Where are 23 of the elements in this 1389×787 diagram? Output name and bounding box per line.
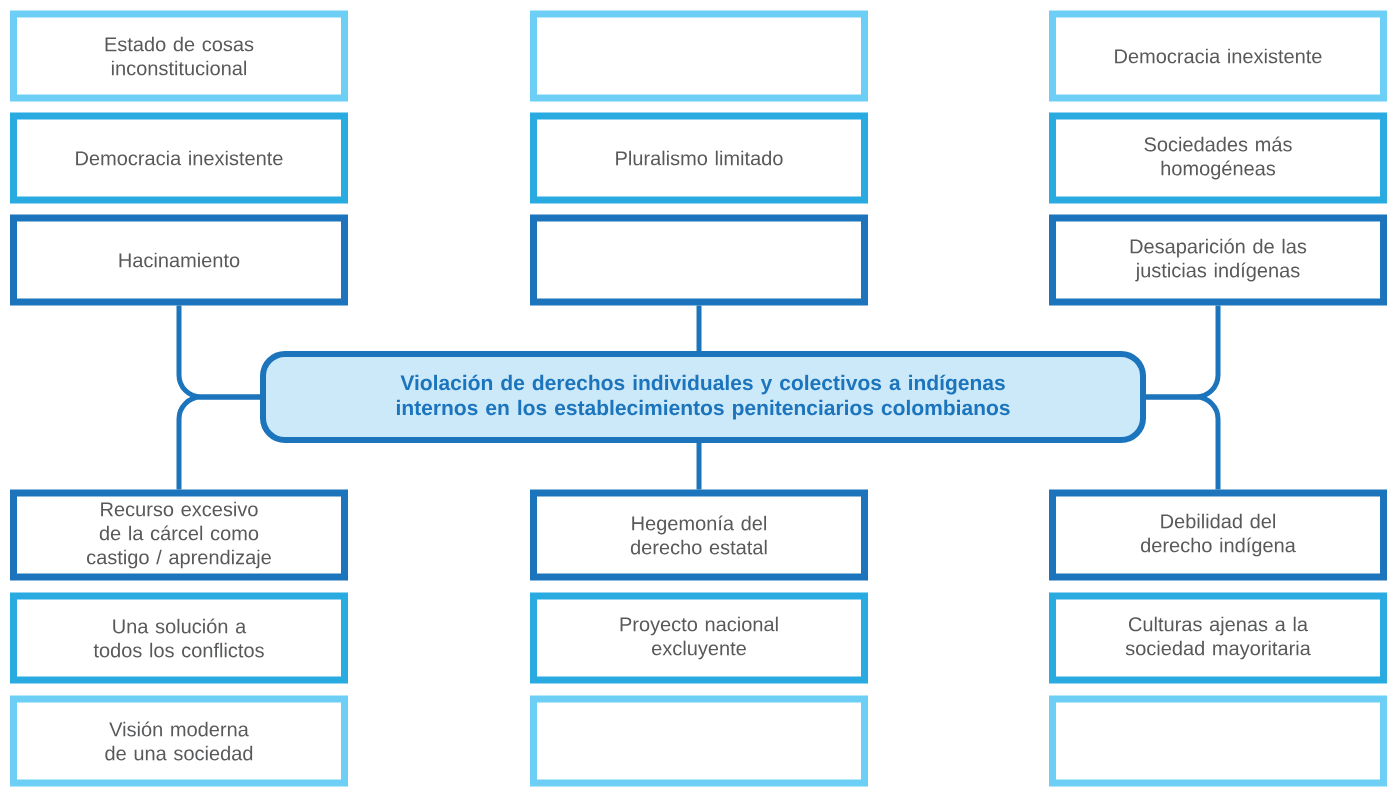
concept-box: Recurso excesivo de la cárcel como castigo / aprendizaje	[10, 489, 348, 581]
concept-box: Democracia inexistente	[1049, 10, 1387, 102]
concept-box: Sociedades más homogéneas	[1049, 112, 1387, 204]
concept-box: Hacinamiento	[10, 214, 348, 306]
central-topic-box: Violación de derechos individuales y colectivos a indígenas internos en los establecimientos penitenciarios colombianos	[260, 351, 1146, 443]
concept-box: Visión moderna de una sociedad	[10, 695, 348, 787]
concept-box: Democracia inexistente	[10, 112, 348, 204]
empty-box	[530, 214, 868, 306]
concept-box: Proyecto nacional excluyente	[530, 592, 868, 684]
empty-box	[530, 695, 868, 787]
connector-line	[696, 305, 702, 351]
connector-line	[696, 443, 702, 490]
empty-box	[1049, 695, 1387, 787]
concept-box: Debilidad del derecho indígena	[1049, 489, 1387, 581]
concept-box: Estado de cosas inconstitucional	[10, 10, 348, 102]
concept-box: Desaparición de las justicias indígenas	[1049, 214, 1387, 306]
concept-box: Hegemonía del derecho estatal	[530, 489, 868, 581]
connector-line	[1146, 394, 1221, 490]
empty-box	[530, 10, 868, 102]
connector-line	[176, 394, 260, 490]
concept-box: Una solución a todos los conflictos	[10, 592, 348, 684]
concept-box: Culturas ajenas a la sociedad mayoritaria	[1049, 592, 1387, 684]
concept-box: Pluralismo limitado	[530, 112, 868, 204]
